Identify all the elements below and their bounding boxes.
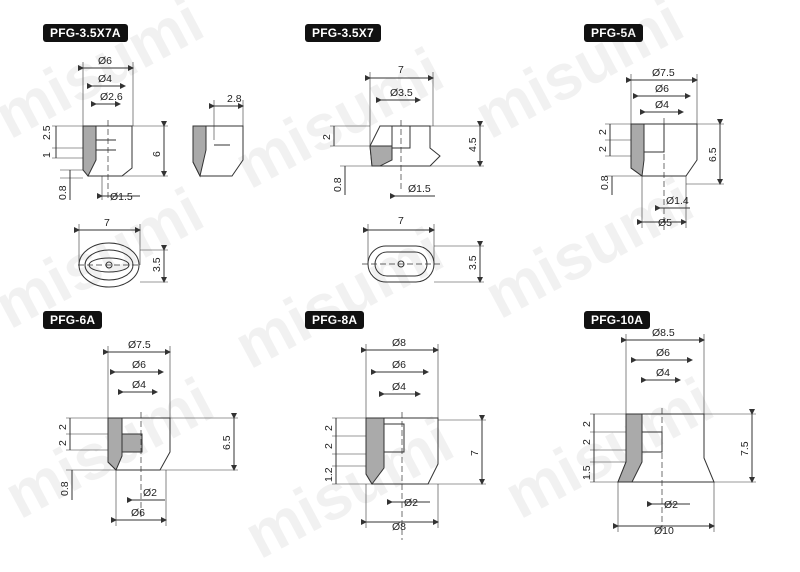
- dim-label: 6.5: [707, 147, 719, 162]
- dim-label: Ø2: [664, 499, 678, 511]
- dim-label: Ø6: [656, 347, 670, 359]
- drawing-pfg-8a: [332, 344, 486, 540]
- dim-label: Ø4: [655, 99, 669, 111]
- labels-pfg-3-5x7a: Ø6 Ø4 Ø2.6 2.8 2.5 1 6 0.8 Ø1.5 7 3.5: [41, 55, 242, 272]
- dim-label: Ø6: [131, 507, 145, 519]
- dim-label: Ø4: [98, 73, 112, 85]
- dim-label: 2: [57, 424, 69, 430]
- dim-label: Ø1.4: [666, 195, 689, 207]
- dim-label: 3.5: [467, 255, 479, 270]
- svg-text:misumi: misumi: [223, 214, 455, 383]
- labels-pfg-10a: Ø8.5 Ø6 Ø4 2 2 7.5 1.5 Ø2 Ø10: [581, 327, 751, 537]
- dim-label: 2: [597, 146, 609, 152]
- dim-label: Ø1.5: [110, 191, 133, 203]
- model-tag-pfg-8a: PFG-8A: [305, 311, 365, 329]
- dim-label: 0.8: [57, 185, 69, 200]
- drawing-pfg-10a: [590, 334, 756, 534]
- dim-label: 0.8: [599, 175, 611, 190]
- svg-text:misumi: misumi: [493, 364, 725, 533]
- svg-text:misumi: misumi: [473, 164, 705, 333]
- drawing-pfg-6a: [66, 346, 238, 526]
- dim-label: 6.5: [221, 435, 233, 450]
- drawing-pfg-5a: [605, 74, 724, 230]
- dim-label: Ø2: [143, 487, 157, 499]
- dim-label: Ø8: [392, 521, 406, 533]
- dim-label: Ø6: [392, 359, 406, 371]
- dim-label: 0.8: [59, 481, 71, 496]
- dim-label: Ø2: [404, 497, 418, 509]
- labels-pfg-8a: Ø8 Ø6 Ø4 2 2 7 1.2 Ø2 Ø8: [323, 337, 481, 533]
- dim-label: 2.8: [227, 93, 242, 105]
- dim-label: Ø6: [98, 55, 112, 67]
- dim-label: 0.8: [332, 177, 344, 192]
- dim-label: 7: [469, 450, 481, 456]
- dim-label: 1.5: [581, 465, 593, 480]
- dim-label: Ø7.5: [652, 67, 675, 79]
- dim-label: 6: [151, 151, 163, 157]
- dim-label: 1.2: [323, 467, 335, 482]
- dim-label: 7: [398, 64, 404, 76]
- labels-pfg-3-5x7: 7 Ø3.5 2 4.5 0.8 Ø1.5 7 3.5: [321, 64, 479, 270]
- drawing-pfg-3-5x7: [330, 72, 484, 283]
- dim-label: Ø6: [132, 359, 146, 371]
- dim-label: 7: [398, 215, 404, 227]
- dim-label: Ø3.5: [390, 87, 413, 99]
- model-tag-pfg-5a: PFG-5A: [584, 24, 644, 42]
- dim-label: 1: [41, 152, 53, 158]
- dim-label: Ø8: [392, 337, 406, 349]
- dim-label: 2: [57, 440, 69, 446]
- dim-label: 2.5: [41, 125, 53, 140]
- svg-text:misumi: misumi: [223, 34, 455, 203]
- dim-label: Ø10: [654, 525, 674, 537]
- model-tag-pfg-3-5x7a: PFG-3.5X7A: [43, 24, 128, 42]
- dim-label: Ø6: [655, 83, 669, 95]
- dim-label: Ø4: [392, 381, 406, 393]
- dim-label: 7: [104, 217, 110, 229]
- dim-label: 7.5: [739, 441, 751, 456]
- dim-label: 4.5: [467, 137, 479, 152]
- dim-label: Ø4: [656, 367, 670, 379]
- dim-label: Ø8.5: [652, 327, 675, 339]
- svg-text:misumi: misumi: [233, 404, 465, 572]
- dim-label: Ø4: [132, 379, 146, 391]
- dim-label: 2: [323, 443, 335, 449]
- dim-label: 2: [323, 425, 335, 431]
- dim-label: Ø7.5: [128, 339, 151, 351]
- dim-label: 3.5: [151, 257, 163, 272]
- dim-label: 2: [321, 134, 333, 140]
- model-tag-pfg-10a: PFG-10A: [584, 311, 651, 329]
- dim-label: 2: [581, 439, 593, 445]
- model-tag-pfg-3-5x7: PFG-3.5X7: [305, 24, 381, 42]
- dim-label: Ø1.5: [408, 183, 431, 195]
- drawing-pfg-3-5x7a: [52, 62, 244, 288]
- labels-pfg-6a: Ø7.5 Ø6 Ø4 2 2 6.5 0.8 Ø2 Ø6: [57, 339, 233, 519]
- model-tag-pfg-6a: PFG-6A: [43, 311, 103, 329]
- dim-label: 2: [597, 129, 609, 135]
- dim-label: 2: [581, 421, 593, 427]
- dim-label: Ø5: [658, 217, 672, 229]
- labels-pfg-5a: Ø7.5 Ø6 Ø4 2 2 6.5 0.8 Ø1.4 Ø5: [597, 67, 719, 229]
- dim-label: Ø2.6: [100, 91, 123, 103]
